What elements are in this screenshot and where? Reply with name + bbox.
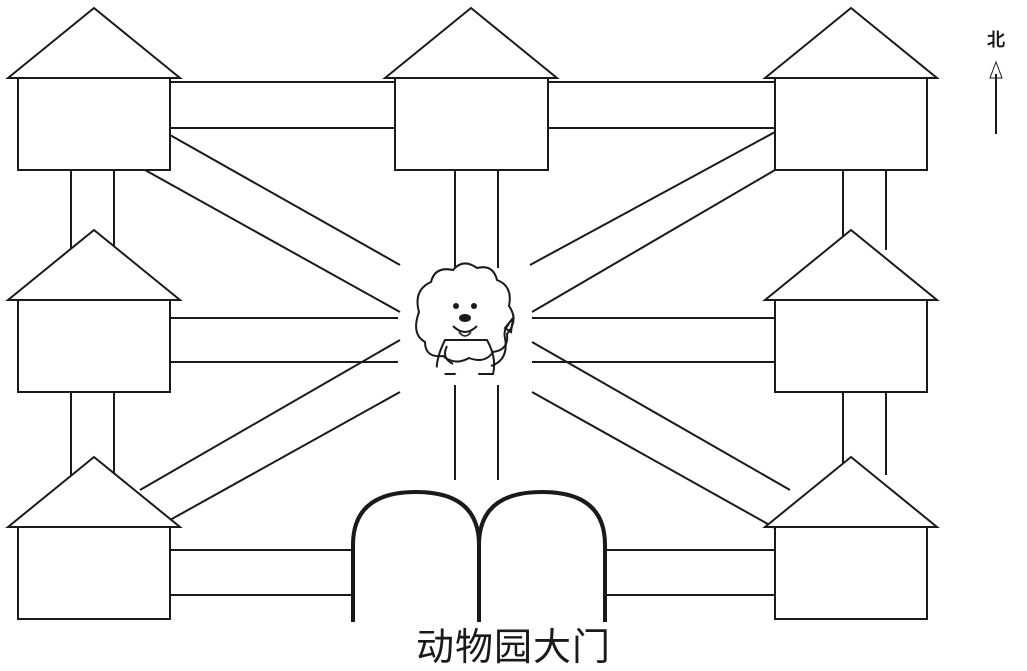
house-roof (762, 228, 940, 301)
road-sw-center (139, 339, 401, 491)
north-label: 北 (987, 30, 1005, 51)
house-n (382, 6, 560, 171)
north-arrow-head (989, 60, 1003, 79)
road-nw-center (144, 169, 401, 313)
house-icon (394, 77, 549, 171)
lion-smile (458, 331, 472, 337)
road-sw-center (169, 391, 401, 521)
house-icon (17, 299, 171, 393)
road-se-center (531, 341, 791, 491)
lion-body (435, 339, 496, 375)
road-ne-center (531, 169, 776, 313)
house-roof (5, 455, 183, 528)
road-ne-center (529, 131, 776, 266)
house-icon (17, 526, 171, 620)
lion-eye-right (471, 303, 477, 309)
zoo-gate (351, 489, 607, 622)
lion-tail-tip (503, 314, 515, 334)
house-roof (382, 6, 560, 79)
house-icon (774, 299, 928, 393)
gate-arch-left (351, 489, 481, 622)
house-sw (5, 455, 183, 620)
house-e (762, 228, 940, 393)
lion-foot-right (455, 368, 479, 386)
lion-mouth (452, 325, 478, 333)
house-icon (774, 526, 928, 620)
lion-arm (444, 345, 454, 365)
house-roof (762, 455, 940, 528)
lion-ear-right (480, 283, 494, 297)
north-arrow-icon (989, 60, 1003, 134)
lion-foot-left (421, 367, 445, 385)
house-icon (17, 77, 171, 171)
house-roof (5, 228, 183, 301)
house-w (5, 228, 183, 393)
lion-ear-left (436, 283, 450, 297)
gate-arch-right (477, 489, 607, 622)
lion-eye-left (453, 303, 459, 309)
gate-label: 动物园大门 (415, 625, 611, 669)
house-se (762, 455, 940, 620)
house-roof (5, 6, 183, 79)
house-nw (5, 6, 183, 171)
road-nw-center (169, 134, 401, 266)
road-se-center (531, 391, 776, 529)
lion-nose (459, 314, 471, 322)
house-ne (762, 6, 940, 171)
house-roof (762, 6, 940, 79)
lion-icon (415, 262, 515, 386)
house-icon (774, 77, 928, 171)
roads (70, 81, 887, 596)
